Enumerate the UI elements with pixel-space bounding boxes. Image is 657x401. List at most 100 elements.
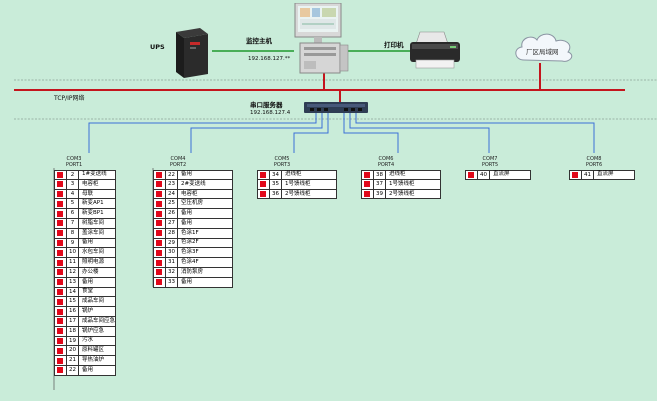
status-square-icon bbox=[57, 220, 63, 227]
status-square-icon bbox=[57, 298, 63, 305]
status-square-icon bbox=[260, 181, 266, 188]
status-square-icon bbox=[57, 347, 63, 354]
status-square-icon bbox=[156, 181, 162, 188]
com-label: COM8 bbox=[586, 156, 602, 162]
ups-icon bbox=[172, 26, 210, 80]
status-square-icon bbox=[364, 181, 370, 188]
monitor-host-icon[interactable] bbox=[292, 2, 352, 75]
com-label: COM4 bbox=[170, 156, 186, 162]
serial-lines bbox=[88, 112, 595, 153]
status-square-icon bbox=[57, 249, 63, 256]
status-square-icon bbox=[57, 367, 63, 374]
port-label: PORT6 bbox=[585, 162, 603, 168]
status-square-icon bbox=[156, 249, 162, 256]
printer-icon[interactable] bbox=[406, 30, 464, 72]
serial-line-port4 bbox=[343, 112, 399, 153]
serial-line-port1 bbox=[88, 112, 317, 153]
serial-line-port2 bbox=[190, 112, 323, 153]
com-label: COM6 bbox=[378, 156, 394, 162]
status-square-icon bbox=[156, 171, 162, 178]
serial-server-icon[interactable] bbox=[304, 100, 368, 114]
port-label: PORT1 bbox=[65, 162, 83, 168]
tcpip-label: TCP/IP网络 bbox=[54, 95, 85, 102]
port-header-1: COM3 PORT1 bbox=[64, 156, 84, 168]
port-header-2: COM4 PORT2 bbox=[168, 156, 188, 168]
port-header-3: COM5 PORT3 bbox=[272, 156, 292, 168]
status-square-icon bbox=[57, 200, 63, 207]
com-label: COM7 bbox=[482, 156, 498, 162]
cloud-icon bbox=[510, 30, 578, 66]
port-header-5: COM7 PORT5 bbox=[480, 156, 500, 168]
status-square-icon bbox=[156, 210, 162, 217]
status-square-icon bbox=[57, 279, 63, 286]
status-square-icon bbox=[57, 259, 63, 266]
status-square-icon bbox=[364, 190, 370, 197]
serial-line-port5 bbox=[349, 112, 490, 153]
status-square-icon bbox=[57, 171, 63, 178]
serial-line-port6 bbox=[355, 112, 595, 153]
port-label: PORT3 bbox=[273, 162, 291, 168]
status-square-icon bbox=[156, 239, 162, 246]
status-square-icon bbox=[156, 259, 162, 266]
status-square-icon bbox=[572, 171, 578, 178]
com-label: COM3 bbox=[66, 156, 82, 162]
status-square-icon bbox=[57, 181, 63, 188]
status-square-icon bbox=[57, 210, 63, 217]
port-label: PORT2 bbox=[169, 162, 187, 168]
status-square-icon bbox=[468, 171, 474, 178]
port-header-6: COM8 PORT6 bbox=[584, 156, 604, 168]
status-square-icon bbox=[57, 288, 63, 295]
port-label: PORT5 bbox=[481, 162, 499, 168]
status-square-icon bbox=[156, 220, 162, 227]
status-square-icon bbox=[57, 230, 63, 237]
port-header-4: COM6 PORT4 bbox=[376, 156, 396, 168]
